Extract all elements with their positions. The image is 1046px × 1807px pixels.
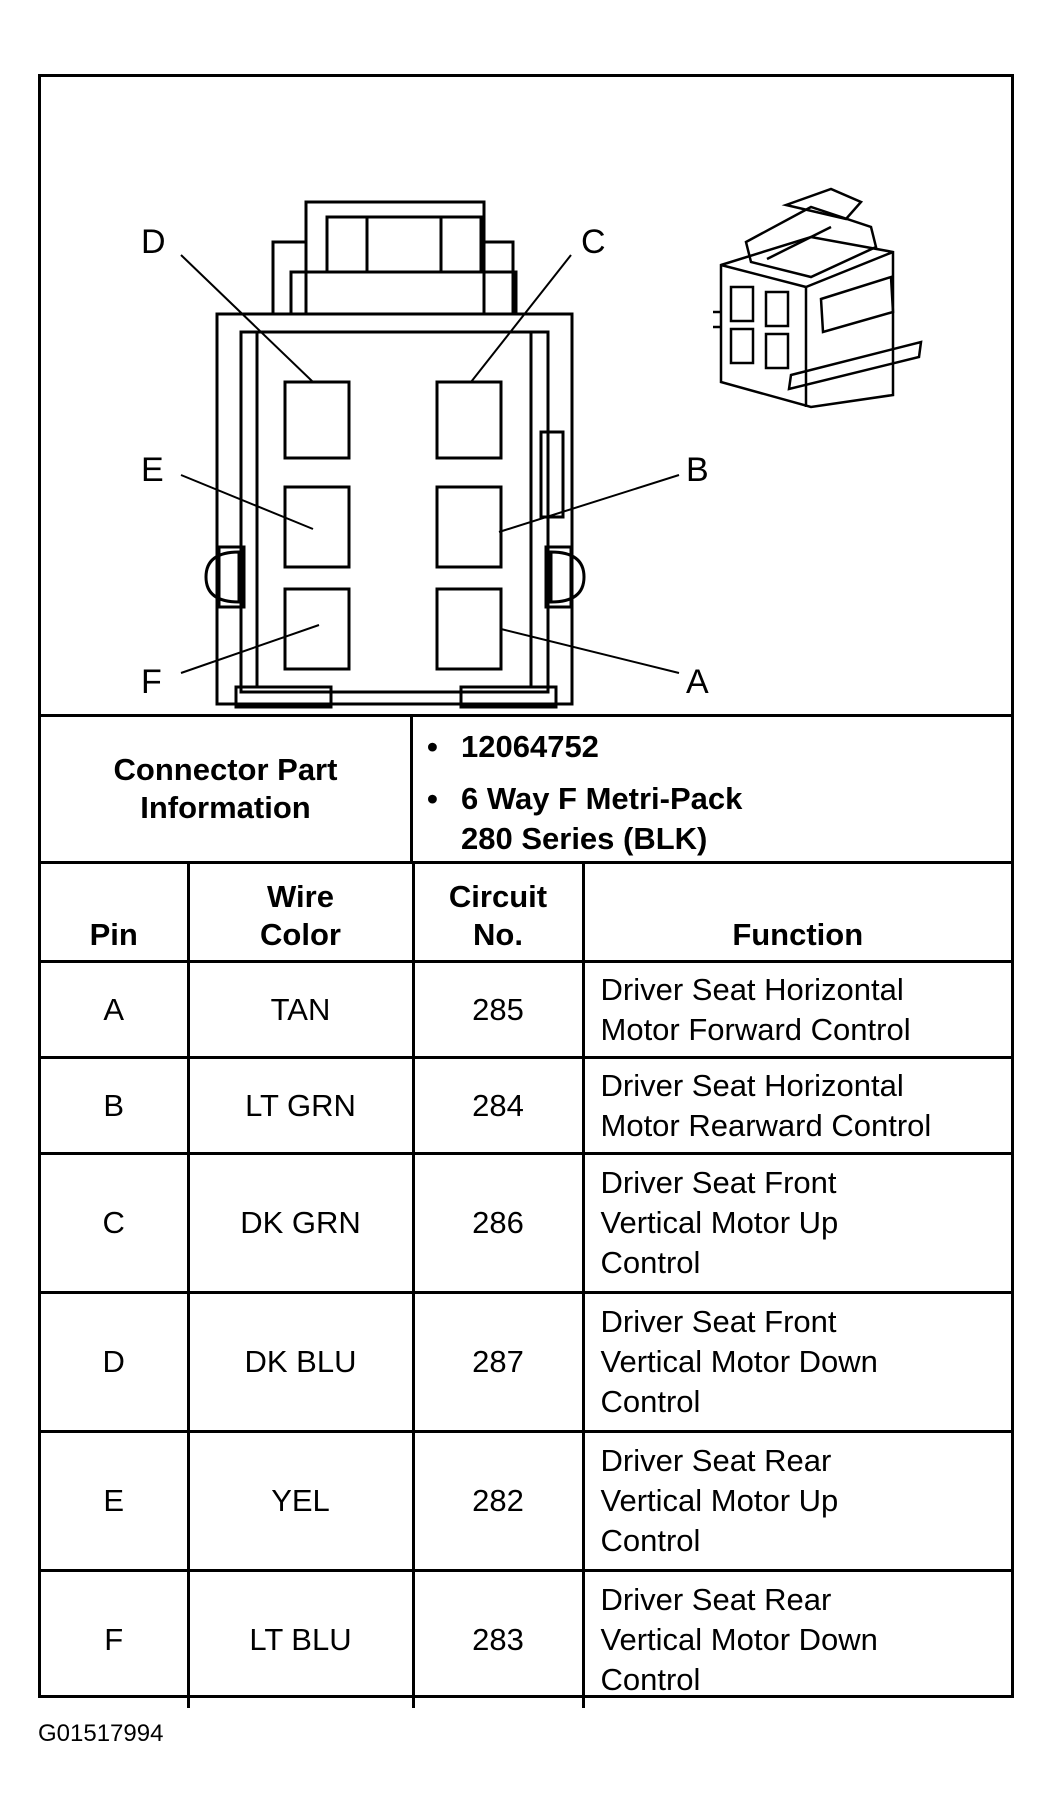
pin-leader-lines: [180, 254, 680, 674]
table-row: A TAN 285 Driver Seat Horizontal Motor F…: [41, 960, 1011, 1059]
circuit-cell: 287: [411, 1291, 585, 1433]
function-cell: Driver Seat Horizontal Motor Rearward Co…: [581, 1056, 1011, 1155]
cavity-f: [283, 587, 351, 671]
table-row: D DK BLU 287 Driver Seat Front Vertical …: [41, 1291, 1011, 1433]
wire-color-cell: TAN: [186, 960, 415, 1059]
pin-table-header: Pin Wire Color Circuit No. Function: [41, 861, 1011, 963]
cavity-e: [283, 485, 351, 569]
connector-latch: [289, 200, 518, 316]
pin-cell: E: [41, 1430, 190, 1572]
pin-cell: B: [41, 1056, 190, 1155]
wire-color-cell: DK BLU: [186, 1291, 415, 1433]
connector-body: [204, 240, 586, 709]
part-number: 12064752: [427, 727, 1011, 767]
info-label-line1: Connector Part: [113, 752, 338, 787]
pin-cavities: [283, 380, 503, 671]
circuit-cell: 283: [411, 1569, 585, 1708]
connector-description-line2: 280 Series (BLK): [461, 821, 708, 856]
pin-cell: D: [41, 1291, 190, 1433]
circuit-cell: 282: [411, 1430, 585, 1572]
pin-label-f: F: [141, 663, 162, 701]
pin-label-b: B: [686, 451, 709, 489]
pin-letters: D C E B F A: [141, 223, 709, 701]
pin-label-d: D: [141, 223, 166, 261]
pin-cell: C: [41, 1152, 190, 1294]
pin-label-c: C: [581, 223, 606, 261]
header-pin: Pin: [41, 861, 190, 963]
connector-part-info-label: Connector Part Information: [41, 717, 413, 861]
pin-cell: A: [41, 960, 190, 1059]
wire-color-cell: YEL: [186, 1430, 415, 1572]
function-cell: Driver Seat Rear Vertical Motor Up Contr…: [581, 1430, 1011, 1572]
cavity-d: [283, 380, 351, 460]
circuit-cell: 286: [411, 1152, 585, 1294]
pin-label-a: A: [686, 663, 709, 701]
function-cell: Driver Seat Front Vertical Motor Up Cont…: [581, 1152, 1011, 1294]
wire-color-cell: LT GRN: [186, 1056, 415, 1155]
circuit-cell: 285: [411, 960, 585, 1059]
connector-frame: D C E B F A Connec: [38, 74, 1014, 1708]
connector-part-info: Connector Part Information 12064752 6 Wa…: [41, 714, 1011, 864]
table-row: B LT GRN 284 Driver Seat Horizontal Moto…: [41, 1056, 1011, 1155]
connector-isometric-view: [713, 187, 923, 409]
cavity-b: [435, 485, 503, 569]
pin-table: Pin Wire Color Circuit No. Function A TA…: [41, 861, 1011, 1708]
connector-description-line1: 6 Way F Metri-Pack: [427, 779, 1011, 819]
table-row: F LT BLU 283 Driver Seat Rear Vertical M…: [41, 1569, 1011, 1708]
pin-cell: F: [41, 1569, 190, 1708]
connector-diagram: D C E B F A: [141, 187, 923, 709]
cavity-a: [435, 587, 503, 671]
wire-color-cell: DK GRN: [186, 1152, 415, 1294]
circuit-cell: 284: [411, 1056, 585, 1155]
table-row: C DK GRN 286 Driver Seat Front Vertical …: [41, 1152, 1011, 1294]
pin-label-e: E: [141, 451, 164, 489]
function-cell: Driver Seat Horizontal Motor Forward Con…: [581, 960, 1011, 1059]
header-circuit-no: Circuit No.: [411, 861, 585, 963]
wire-color-cell: LT BLU: [186, 1569, 415, 1708]
header-wire-color: Wire Color: [186, 861, 415, 963]
table-row: E YEL 282 Driver Seat Rear Vertical Moto…: [41, 1430, 1011, 1572]
function-cell: Driver Seat Rear Vertical Motor Down Con…: [581, 1569, 1011, 1708]
header-function: Function: [581, 861, 1011, 963]
function-cell: Driver Seat Front Vertical Motor Down Co…: [581, 1291, 1011, 1433]
connector-part-info-list: 12064752 6 Way F Metri-Pack 280 Series (…: [413, 717, 1011, 861]
figure-id: G01517994: [38, 1720, 164, 1747]
cavity-c: [435, 380, 503, 460]
info-label-line2: Information: [140, 790, 311, 825]
